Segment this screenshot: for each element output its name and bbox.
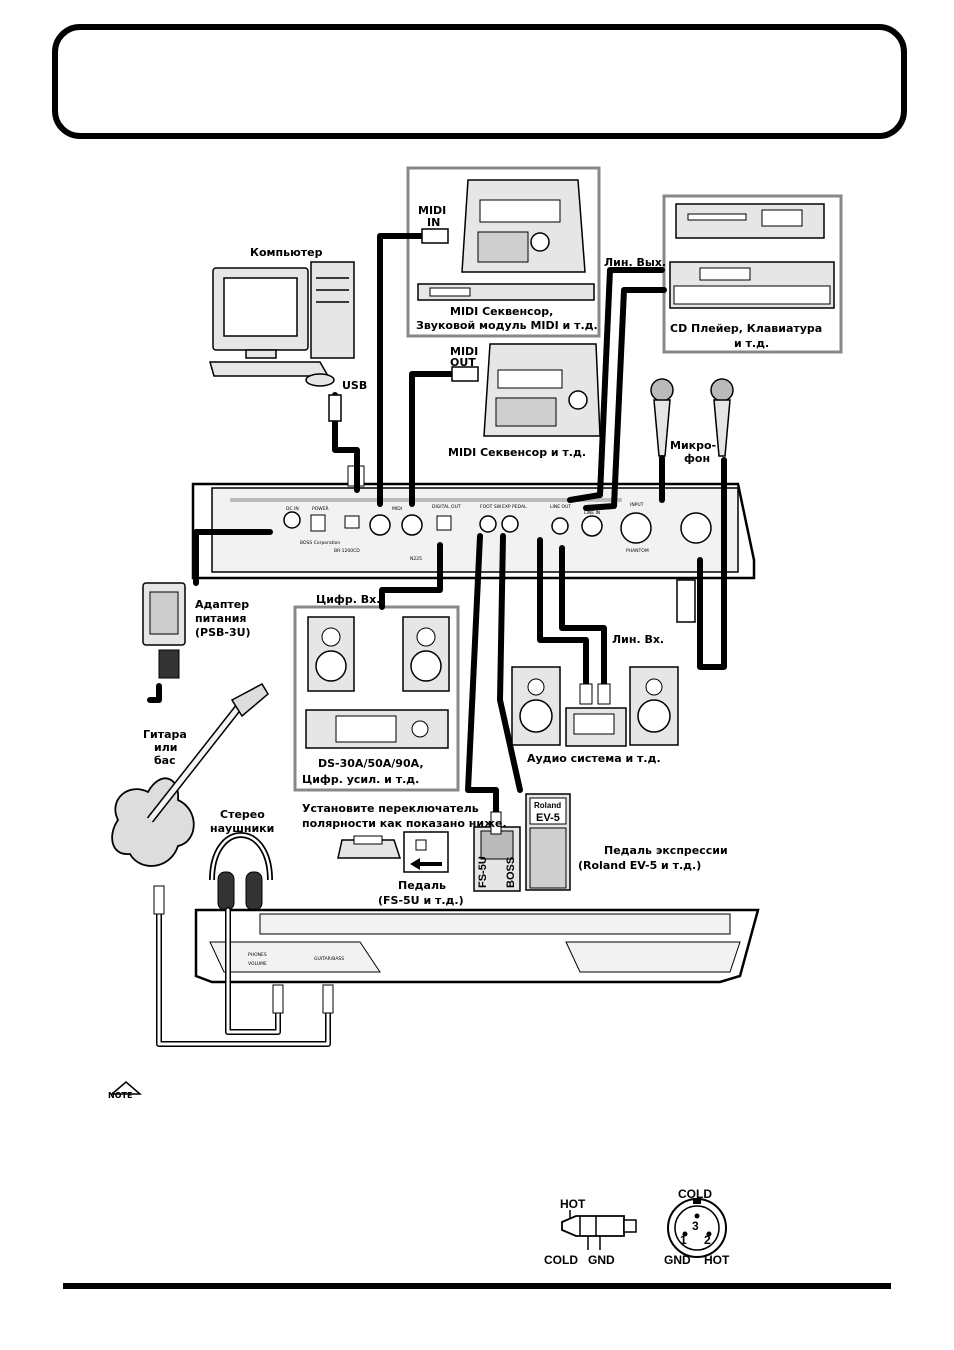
jack-plug-icon: [153, 811, 502, 1014]
computer-label: Компьютер: [250, 246, 323, 259]
monitor-speaker-icon: [307, 616, 450, 692]
mic-label-2: фон: [684, 452, 710, 465]
usb-plug-icon: [328, 394, 342, 422]
monitors-label: DS-30A/50A/90A,: [318, 757, 424, 770]
xlr-pinout-icon: [667, 1198, 727, 1258]
line-in-label: Лин. Вх.: [612, 633, 664, 646]
xlr-pin1-label: 1: [680, 1233, 687, 1247]
main-unit-rear: DC IN POWER MIDI DIGITAL OUT FOOT SW EXP…: [191, 465, 756, 580]
roland-label: Roland: [534, 801, 561, 810]
audio-system-icon: [511, 666, 679, 747]
midi-out-plug-icon: [451, 366, 479, 382]
rear-line-in-label: LINE IN: [584, 510, 600, 516]
rear-n225-label: N225: [410, 556, 422, 562]
midi-sequencer-bottom-icon: [483, 343, 601, 437]
footswitch-icon: FS-5U BOSS: [473, 826, 521, 892]
midi-in-label: MIDI: [418, 204, 446, 217]
rear-foot-sw-label: FOOT SW: [480, 504, 502, 510]
adapter-label-3: (PSB-3U): [195, 626, 251, 639]
rear-dc-in-label: DC IN: [286, 506, 299, 512]
boss-label: BOSS: [505, 857, 517, 888]
midi-seq-top-label-2: Звуковой модуль MIDI и т.д.: [416, 319, 598, 332]
usb-label: USB: [342, 379, 367, 392]
rear-exp-pedal-label: EXP PEDAL: [502, 504, 527, 510]
headphones-label-2: наушники: [210, 822, 274, 835]
microphone-icon: [650, 378, 734, 457]
guitar-label: Гитара: [143, 728, 187, 741]
ac-adapter-icon: [142, 582, 186, 679]
jack-cold-label: COLD: [544, 1253, 578, 1267]
line-out-label: Лин. Вых.: [604, 256, 666, 269]
cd-keyboard-label-2: и т.д.: [734, 337, 769, 350]
pedal-exp-label: Педаль экспрессии: [604, 844, 728, 857]
jack-pinout-icon: [561, 1210, 637, 1250]
computer-icon: [209, 261, 355, 387]
front-guitar-bass-label: GUITAR/BASS: [314, 956, 344, 962]
digital-amp-icon: [305, 709, 449, 749]
xlr-cold-label: COLD: [678, 1187, 712, 1201]
midi-out-label: MIDI: [450, 345, 478, 358]
rear-line-out-label: LINE OUT: [550, 504, 571, 510]
monitors-label-2: Цифр. усил. и т.д.: [302, 773, 419, 786]
rear-input-label: INPUT: [630, 502, 644, 508]
front-phones-label: PHONES: [248, 952, 267, 958]
rear-power-label: POWER: [312, 506, 329, 512]
cables: [147, 233, 727, 1047]
rca-plug-icon: [579, 683, 611, 705]
note-icon: NOTE: [108, 1081, 143, 1100]
midi-seq-bottom-label: MIDI Секвенсор и т.д.: [448, 446, 586, 459]
xlr-hot-label: HOT: [704, 1253, 730, 1267]
ev5-label: EV-5: [536, 812, 560, 824]
front-volume-label: VOLUME: [248, 961, 267, 967]
polarity-label-2: полярности как показано ниже.: [302, 817, 507, 830]
fs5u-label: FS-5U: [477, 856, 489, 888]
midi-sequencer-top-icon: [417, 179, 595, 301]
xlr-plug-icon: [676, 579, 696, 623]
pedal-exp-label-2: (Roland EV-5 и т.д.): [578, 859, 701, 872]
guitar-label-3: бас: [154, 754, 176, 767]
xlr-pin3-label: 3: [692, 1219, 699, 1233]
jack-hot-label: HOT: [560, 1197, 586, 1211]
xlr-gnd-label: GND: [664, 1253, 691, 1267]
digital-in-label: Цифр. Вх.: [316, 593, 380, 606]
rear-phantom-label: PHANTOM: [626, 548, 649, 554]
cd-player-icon: [675, 203, 825, 239]
rear-digital-out-label: DIGITAL OUT: [432, 504, 461, 510]
adapter-label: Адаптер: [195, 598, 249, 611]
rear-midi-label: MIDI: [392, 506, 402, 512]
polarity-switch-icon: [337, 831, 449, 873]
header-frame: [52, 24, 907, 139]
keyboard-icon: [669, 261, 835, 309]
note-label: NOTE: [108, 1091, 132, 1100]
midi-in-label-2: IN: [427, 216, 440, 229]
polarity-label: Установите переключатель: [302, 802, 479, 815]
headphones-icon: [209, 832, 273, 911]
midi-in-plug-icon: [421, 228, 449, 244]
guitar-label-2: или: [154, 741, 177, 754]
main-unit-front: PHONES VOLUME GUITAR/BASS: [194, 908, 760, 984]
pedal-fs-label: Педаль: [398, 879, 446, 892]
rear-model-label: BR-1200CD: [334, 548, 360, 554]
midi-seq-top-label: MIDI Секвенсор,: [450, 305, 553, 318]
adapter-label-2: питания: [195, 612, 246, 625]
cd-keyboard-label: CD Плейер, Клавиатура: [670, 322, 822, 335]
audio-system-label: Аудио система и т.д.: [527, 752, 661, 765]
expression-pedal-icon: Roland EV-5: [525, 793, 571, 891]
jack-gnd-label: GND: [588, 1253, 615, 1267]
mic-label: Микро-: [670, 439, 716, 452]
guitar-icon: [111, 683, 269, 867]
midi-out-label-2: OUT: [450, 356, 476, 369]
xlr-pin2-label: 2: [704, 1233, 711, 1247]
bottom-rule: [63, 1283, 891, 1289]
pedal-fs-label-2: (FS-5U и т.д.): [378, 894, 464, 907]
rear-boss-corp-label: BOSS Corporation: [300, 540, 340, 546]
headphones-label: Стерео: [220, 808, 265, 821]
